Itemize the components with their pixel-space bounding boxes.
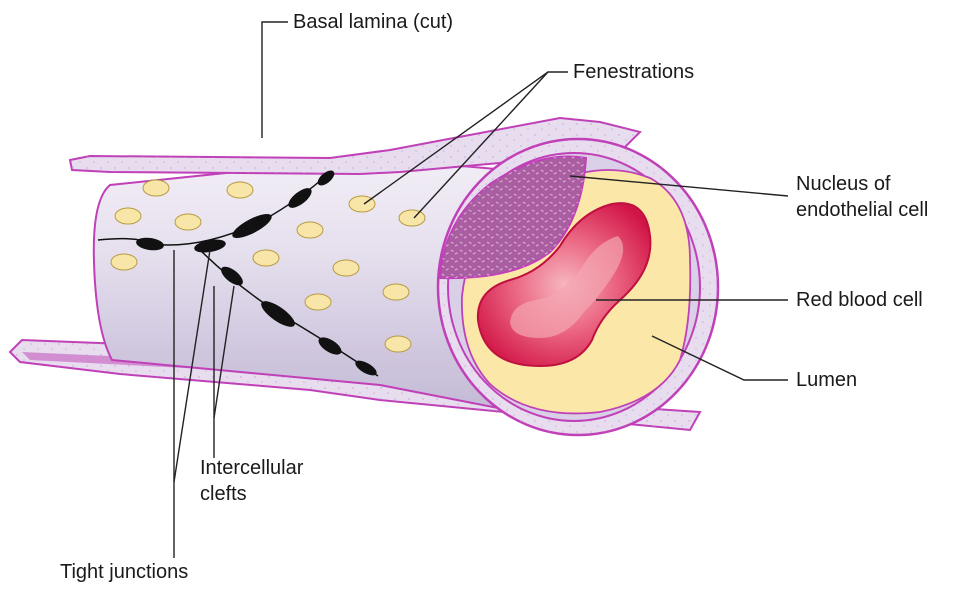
label-red-blood-cell: Red blood cell	[796, 288, 923, 312]
label-nucleus-line1: Nucleus of	[796, 172, 891, 196]
label-nucleus-line2: endothelial cell	[796, 198, 928, 222]
label-lumen: Lumen	[796, 368, 857, 392]
leader-basal-lamina	[262, 22, 288, 138]
label-tight-junctions: Tight junctions	[60, 560, 188, 584]
label-basal-lamina: Basal lamina (cut)	[293, 10, 453, 34]
label-intercellular-line2: clefts	[200, 482, 247, 506]
label-fenestrations: Fenestrations	[573, 60, 694, 84]
capillary-cross-section	[438, 139, 718, 435]
label-intercellular-line1: Intercellular	[200, 456, 303, 480]
